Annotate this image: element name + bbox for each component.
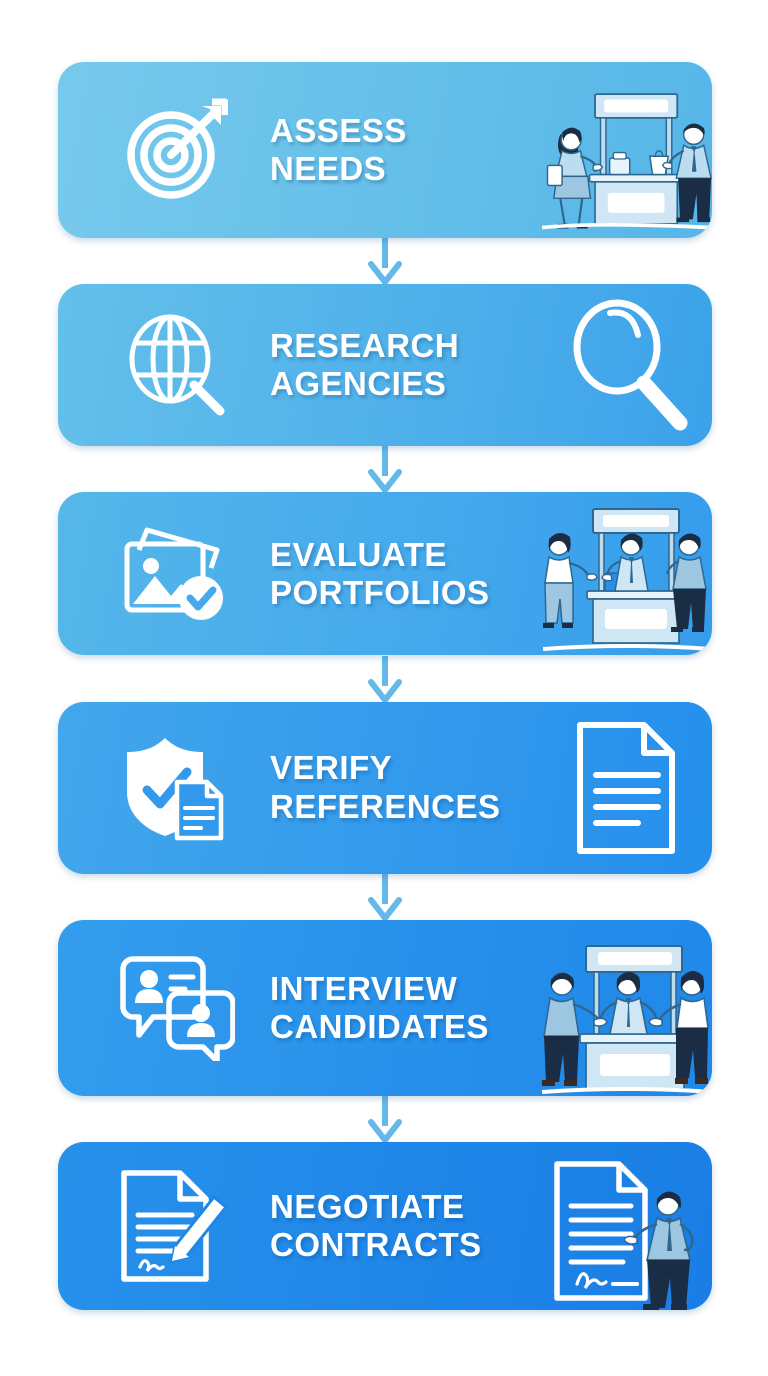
connector-4-to-5 (58, 873, 712, 920)
step-title-line1: INTERVIEW (270, 969, 458, 1007)
step-title: EVALUATE PORTFOLIOS (244, 536, 542, 613)
photo-stack-check-icon (108, 492, 244, 655)
step-1: ASSESS NEEDS (58, 62, 712, 238)
step-5: INTERVIEW CANDIDATES (58, 919, 712, 1096)
step-title-line2: AGENCIES (270, 365, 447, 403)
shield-check-document-icon (108, 702, 244, 874)
step-title-line2: NEEDS (270, 150, 387, 187)
step-title: NEGOTIATE CONTRACTS (244, 1188, 542, 1265)
contract-pen-signature-icon (108, 1142, 244, 1310)
step-title: VERIFY REFERENCES (244, 749, 542, 826)
man-signed-contract-illustration (542, 1142, 712, 1311)
target-arrow-icon (108, 62, 244, 238)
step-card-assess-needs[interactable]: ASSESS NEEDS (58, 62, 712, 238)
step-card-interview-candidates[interactable]: INTERVIEW CANDIDATES (58, 919, 712, 1096)
step-6: NEGOTIATE CONTRACTS (58, 1142, 712, 1311)
chat-bubbles-people-icon (108, 920, 244, 1096)
step-2: RESEARCH AGENCIES (58, 284, 712, 447)
connector-1-to-2 (58, 238, 712, 285)
step-title-line2: REFERENCES (270, 787, 501, 825)
magnifying-glass-illustration (542, 284, 712, 446)
booth-handshake-illustration (542, 920, 712, 1096)
arrow-down-icon (368, 446, 402, 493)
globe-magnifier-icon (108, 284, 244, 446)
arrow-down-icon (368, 1095, 402, 1142)
step-title-line2: CONTRACTS (270, 1226, 482, 1264)
step-title-line2: CANDIDATES (270, 1007, 489, 1045)
step-4: VERIFY REFERENCES (58, 701, 712, 874)
connector-3-to-4 (58, 655, 712, 702)
step-title: RESEARCH AGENCIES (244, 327, 542, 404)
step-card-verify-references[interactable]: VERIFY REFERENCES (58, 701, 712, 874)
step-title-line1: ASSESS (270, 111, 407, 149)
booth-two-people-illustration (542, 62, 712, 238)
step-title-line1: VERIFY (270, 749, 393, 787)
connector-5-to-6 (58, 1095, 712, 1142)
step-card-research-agencies[interactable]: RESEARCH AGENCIES (58, 284, 712, 447)
arrow-down-icon (368, 873, 402, 920)
step-3: EVALUATE PORTFOLIOS (58, 492, 712, 656)
step-title: ASSESS NEEDS (244, 112, 542, 189)
step-title-line1: RESEARCH (270, 326, 460, 364)
step-title: INTERVIEW CANDIDATES (244, 970, 542, 1047)
connector-2-to-3 (58, 446, 712, 493)
arrow-down-icon (368, 655, 402, 702)
step-title-line1: NEGOTIATE (270, 1187, 465, 1225)
arrow-down-icon (368, 238, 402, 285)
step-card-negotiate-contracts[interactable]: NEGOTIATE CONTRACTS (58, 1142, 712, 1311)
step-title-line2: PORTFOLIOS (270, 573, 490, 611)
document-page-illustration (542, 702, 712, 874)
booth-three-people-illustration (542, 492, 712, 655)
step-card-evaluate-portfolios[interactable]: EVALUATE PORTFOLIOS (58, 492, 712, 656)
step-title-line1: EVALUATE (270, 535, 447, 573)
